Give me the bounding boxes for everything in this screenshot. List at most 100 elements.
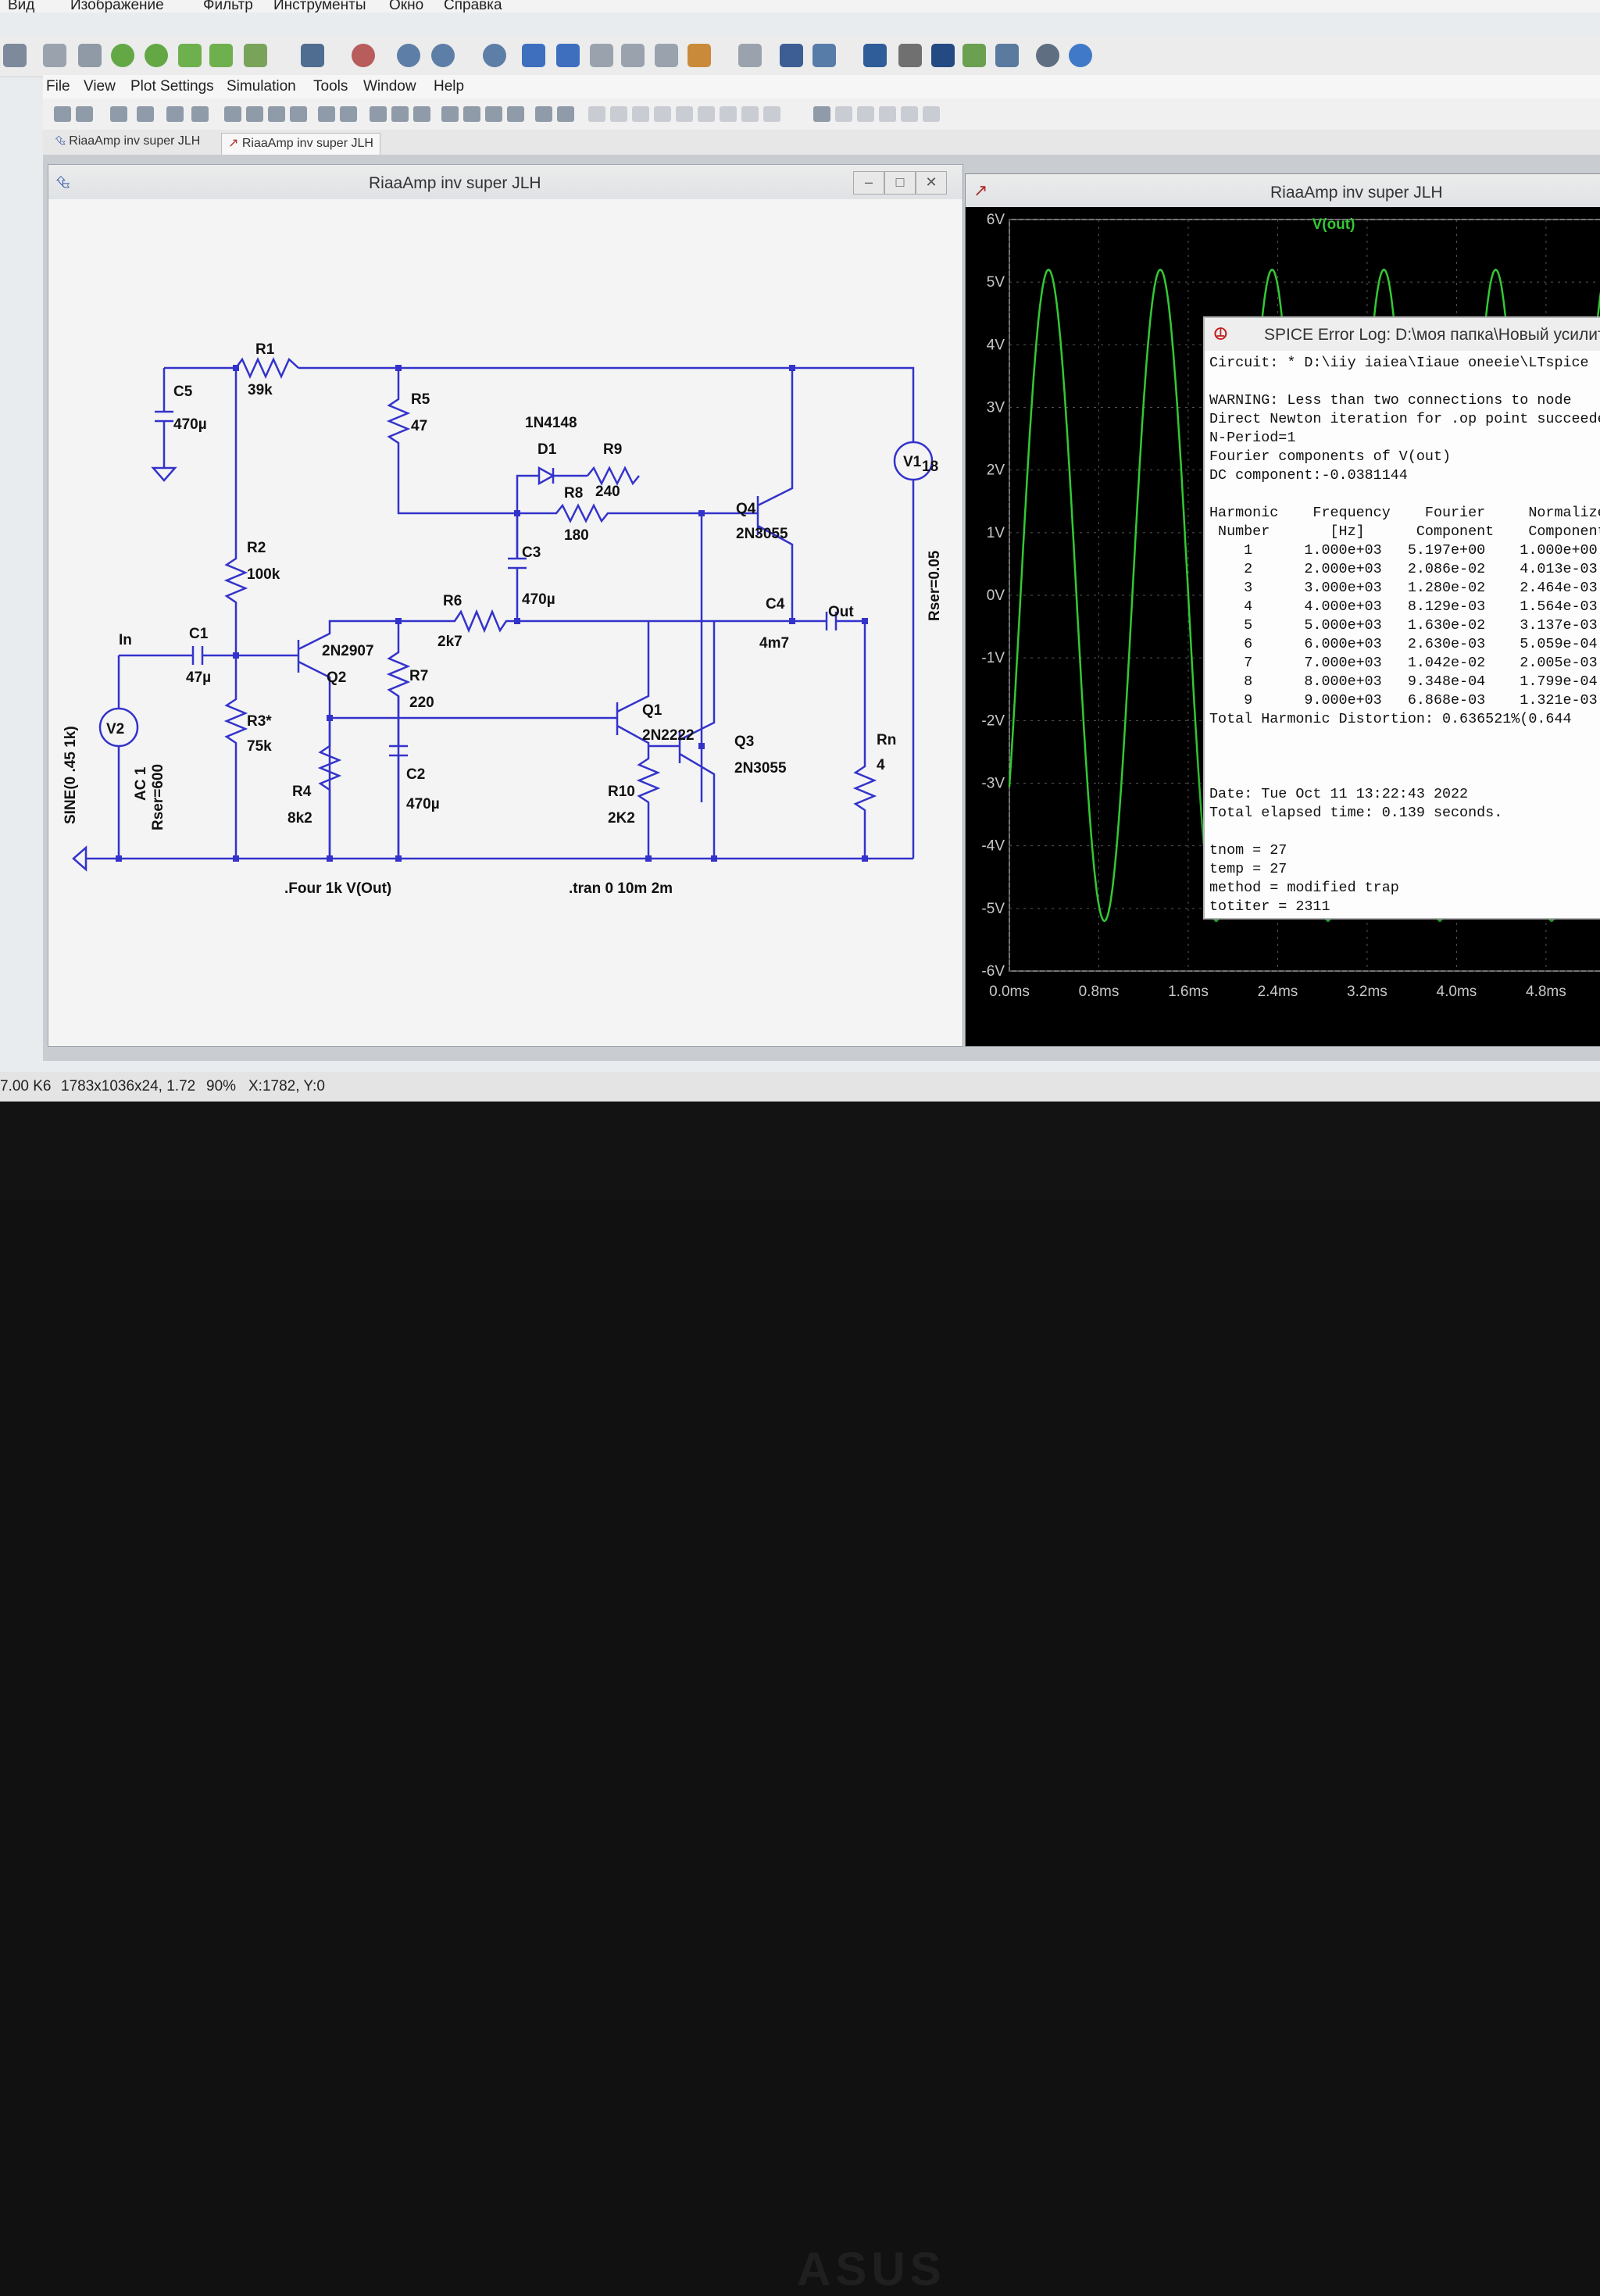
move-icon[interactable] (763, 106, 780, 122)
zoom-out-icon[interactable] (483, 44, 506, 67)
email-icon[interactable] (995, 44, 1019, 67)
run-icon[interactable] (166, 106, 184, 122)
host-menu-item[interactable]: Окно (389, 0, 424, 13)
host-menu-item[interactable]: Изображение (70, 0, 164, 13)
menu-tools[interactable]: Tools (313, 78, 348, 95)
error-log-line: 1 1.000e+03 5.197e+00 1.000e+00 (1209, 542, 1598, 559)
error-log-line: tnom = 27 (1209, 842, 1288, 859)
fullscreen-icon[interactable] (780, 44, 803, 67)
print-icon[interactable] (898, 44, 922, 67)
page-last-icon[interactable] (621, 44, 645, 67)
spice-directive-icon[interactable] (923, 106, 940, 122)
rotate-icon[interactable] (857, 106, 874, 122)
effect-icon[interactable] (352, 44, 375, 67)
new-schematic-icon[interactable] (54, 106, 71, 122)
component-icon[interactable] (741, 106, 759, 122)
schematic-window[interactable]: ⮴ RiaaAmp inv super JLH – □ ✕ (48, 164, 963, 1047)
control-panel-icon[interactable] (137, 106, 154, 122)
y-tick-label: 6V (987, 212, 1005, 228)
error-log-titlebar[interactable]: ⦹ SPICE Error Log: D:\моя папка\Новый ус… (1205, 318, 1600, 351)
copy-icon[interactable] (463, 106, 480, 122)
host-menu-item[interactable]: Вид (8, 0, 35, 13)
paste-icon[interactable] (485, 106, 502, 122)
scanner-icon[interactable] (931, 44, 955, 67)
open-icon[interactable] (76, 106, 93, 122)
zoom-in-icon[interactable] (397, 44, 420, 67)
error-log-line (1209, 729, 1600, 748)
inductor-icon[interactable] (698, 106, 715, 122)
zoom-fit-icon[interactable] (431, 44, 455, 67)
gear-icon[interactable] (1036, 44, 1059, 67)
resistor-icon[interactable] (654, 106, 671, 122)
text-icon[interactable] (901, 106, 918, 122)
label-icon[interactable] (632, 106, 649, 122)
spice-directive-tran[interactable]: .tran 0 10m 2m (569, 880, 673, 897)
tile-horizontal-icon[interactable] (370, 106, 387, 122)
menu-file[interactable]: File (46, 78, 70, 95)
host-menu-item[interactable]: Справка (444, 0, 502, 13)
wire-icon[interactable] (588, 106, 605, 122)
halt-icon[interactable] (191, 106, 209, 122)
label-r7: R7 (409, 668, 428, 684)
import-icon[interactable] (178, 44, 202, 67)
host-menu-item[interactable]: Фильтр (203, 0, 253, 13)
mirror-icon[interactable] (879, 106, 896, 122)
rotate-left-icon[interactable] (111, 44, 134, 67)
rotate-right-icon[interactable] (145, 44, 168, 67)
zoom-fit-icon[interactable] (290, 106, 307, 122)
schematic-canvas[interactable]: R1 39k C5 470µ R5 47 1N4148 D1 R9 240 R8… (48, 199, 961, 1044)
error-log-line: WARNING: Less than two connections to no… (1209, 392, 1572, 409)
error-log-text[interactable]: Circuit: * D:\iiy iaiea\Iiaue oneeie\LTs… (1209, 354, 1600, 916)
tab-schematic[interactable]: ⮴ RiaaAmp inv super JLH (49, 133, 206, 155)
maximize-button[interactable]: □ (884, 171, 916, 195)
info-icon[interactable] (1069, 44, 1092, 67)
schematic-window-titlebar[interactable]: ⮴ RiaaAmp inv super JLH – □ ✕ (48, 165, 962, 199)
save-icon[interactable] (3, 44, 27, 67)
spice-directive-four[interactable]: .Four 1k V(Out) (284, 880, 391, 897)
arrow-right-icon[interactable] (556, 44, 580, 67)
zoom-in-icon[interactable] (224, 106, 241, 122)
undo-icon[interactable] (43, 44, 66, 67)
minimize-button[interactable]: – (853, 171, 884, 195)
arrow-left-icon[interactable] (522, 44, 545, 67)
pan-icon[interactable] (246, 106, 263, 122)
host-menu-item[interactable]: Инструменты (273, 0, 366, 13)
slideshow-icon[interactable] (688, 44, 711, 67)
autorange-icon[interactable] (318, 106, 335, 122)
wallpaper-icon[interactable] (962, 44, 986, 67)
menu-help[interactable]: Help (434, 78, 465, 95)
copy-page-icon[interactable] (655, 44, 678, 67)
menu-plot-settings[interactable]: Plot Settings (130, 78, 214, 95)
schematic-icon: ⮴ (56, 172, 70, 191)
tile-vertical-icon[interactable] (391, 106, 409, 122)
tab-waveform[interactable]: ↗ RiaaAmp inv super JLH (221, 133, 380, 155)
menu-window[interactable]: Window (363, 78, 416, 95)
page-first-icon[interactable] (590, 44, 613, 67)
spice-error-log-window[interactable]: ⦹ SPICE Error Log: D:\моя папка\Новый ус… (1203, 316, 1600, 919)
menu-view[interactable]: View (84, 78, 116, 95)
setup-print-icon[interactable] (535, 106, 552, 122)
cascade-icon[interactable] (413, 106, 430, 122)
redo-icon[interactable] (835, 106, 852, 122)
crop-icon[interactable] (78, 44, 102, 67)
batch-icon[interactable] (244, 44, 267, 67)
export-icon[interactable] (209, 44, 233, 67)
print-icon[interactable] (557, 106, 574, 122)
capacitor-icon[interactable] (676, 106, 693, 122)
find-icon[interactable] (863, 44, 887, 67)
undo-icon[interactable] (813, 106, 830, 122)
refresh-icon[interactable] (738, 44, 762, 67)
save-icon[interactable] (110, 106, 127, 122)
y-tick-label: 1V (987, 525, 1005, 541)
zoom-out-icon[interactable] (268, 106, 285, 122)
waveform-window-titlebar[interactable]: ↗ RiaaAmp inv super JLH (966, 174, 1600, 207)
delete-icon[interactable] (340, 106, 357, 122)
display-icon[interactable] (301, 44, 324, 67)
close-button[interactable]: ✕ (916, 171, 947, 195)
menu-simulation[interactable]: Simulation (227, 78, 296, 95)
diode-icon[interactable] (720, 106, 737, 122)
ground-icon[interactable] (610, 106, 627, 122)
thumbnails-icon[interactable] (812, 44, 836, 67)
cut-icon[interactable] (441, 106, 459, 122)
find-icon[interactable] (507, 106, 524, 122)
